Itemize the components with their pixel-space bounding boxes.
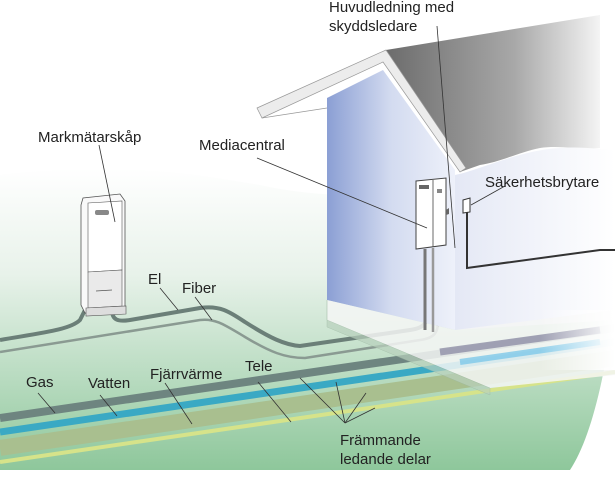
- safety-switch: [462, 197, 471, 214]
- eave-soffit-line: [261, 107, 328, 119]
- house-side-wall: [455, 147, 615, 330]
- foundation-slab-side: [326, 300, 491, 396]
- media-central-cabinet: [415, 177, 449, 332]
- label-gas: Gas: [26, 374, 54, 391]
- leader-el: [159, 287, 179, 311]
- label-huvudledning-line2: skyddsledare: [329, 18, 417, 35]
- fade-overlay: [540, 310, 615, 370]
- label-frammande-line1: Främmande: [340, 432, 421, 449]
- house-gable-wall: [327, 70, 455, 330]
- leader-markmatarskap: [98, 144, 116, 223]
- leader-frammande-4: [344, 407, 376, 424]
- leader-lines: [37, 25, 506, 425]
- leader-frammande-3: [344, 392, 367, 424]
- label-tele: Tele: [245, 358, 273, 375]
- leader-frammande-1: [299, 377, 346, 424]
- leader-tele: [257, 381, 292, 423]
- label-vatten: Vatten: [88, 375, 130, 392]
- grounding-conductor: [466, 210, 615, 270]
- leader-huvudledning: [436, 25, 456, 249]
- leader-gas: [37, 392, 56, 414]
- leader-vatten: [99, 394, 118, 417]
- leader-fiber: [194, 296, 213, 321]
- label-el: El: [148, 271, 161, 288]
- meter-cabinet: [80, 193, 127, 317]
- label-huvudledning-line1: Huvudledning med: [329, 0, 454, 16]
- label-fiber: Fiber: [182, 280, 216, 297]
- label-fjarrvarme: Fjärrvärme: [150, 366, 223, 383]
- tele-cable: [0, 370, 615, 464]
- label-markmatarskap: Markmätarskåp: [38, 129, 141, 146]
- label-sakerhetsbrytare: Säkerhetsbrytare: [485, 174, 599, 191]
- leader-fjarrvarme: [164, 382, 193, 425]
- label-mediacentral: Mediacentral: [199, 137, 285, 154]
- leader-mediacentral: [256, 157, 428, 229]
- leader-frammande-2: [335, 381, 346, 424]
- label-frammande-line2: ledande delar: [340, 451, 431, 468]
- leader-sakerhetsbrytare: [470, 185, 506, 206]
